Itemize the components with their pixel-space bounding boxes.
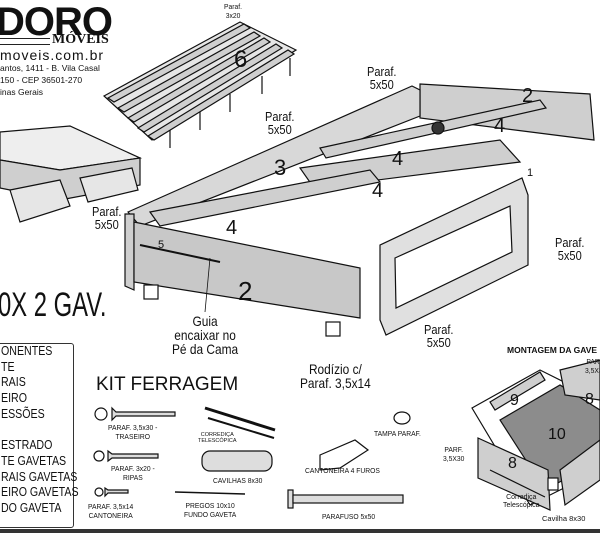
label-paraf: Paraf. — [555, 235, 585, 250]
dowel-icon — [201, 450, 273, 472]
kit-item-label: CAVILHAS 8x30 — [213, 476, 263, 485]
label-size: 3,5X30 — [585, 365, 600, 375]
component-item: TE — [1, 359, 15, 374]
bottom-border — [0, 529, 600, 533]
component-item: EIRO GAVETAS — [1, 485, 79, 500]
screw-3530-icon — [111, 406, 176, 422]
kit-item-label: CORREDIÇA — [200, 432, 234, 438]
kit-drawings — [93, 406, 411, 509]
screw-cap-icon — [393, 411, 411, 425]
label-cavilha: Cavilha 8x30 — [542, 514, 586, 523]
part-4: 4 — [392, 148, 404, 170]
label-paraf: Paraf. — [265, 109, 295, 124]
label-paraf: Paraf. — [424, 322, 454, 337]
kit-item-label: TELESCÓPICA — [198, 438, 237, 445]
screw-3514-icon — [104, 486, 129, 498]
telescopic-slide-icon — [204, 406, 276, 432]
logo-site: moveis.com.br — [0, 47, 105, 63]
label-size: 3,5X30 — [443, 453, 465, 463]
front-rail-2 — [133, 221, 361, 319]
part-4: 4 — [372, 180, 384, 202]
model-title: 0X 2 GAV. — [0, 286, 107, 324]
kit-title: KIT FERRAGEM — [96, 374, 239, 395]
part-8: 8 — [585, 391, 594, 408]
kit-item-label: CANTONEIRA 4 FUROS — [305, 466, 380, 475]
caster-right — [325, 321, 341, 337]
slat-frame-6 — [102, 21, 298, 148]
part-10: 10 — [548, 426, 566, 443]
rail-4c — [148, 169, 382, 227]
label-guia: encaixar no — [174, 327, 236, 343]
caster-left — [143, 284, 159, 300]
part-5: 5 — [158, 239, 165, 251]
address-line: antos, 1411 - B. Vila Casal — [0, 63, 100, 73]
drawer-title: MONTAGEM DA GAVE — [507, 345, 598, 355]
screw-5x50-head — [287, 489, 294, 509]
kit-item-label: PREGOS 10x10 — [185, 501, 235, 510]
kit-item-label: PARAF. 3,5x30 - — [108, 423, 158, 432]
component-item: RAIS — [1, 375, 26, 390]
label-paraf: PARF. — [444, 445, 464, 454]
label-guia: Guia — [192, 313, 218, 329]
kit-item-label: TRASEIRO — [115, 431, 150, 441]
nail-icon — [174, 491, 246, 495]
kit-item-label: TAMPA PARAF. — [374, 429, 421, 438]
label-rodizio: Paraf. 3,5x14 — [300, 375, 371, 391]
component-item — [1, 423, 62, 439]
part-3: 3 — [274, 155, 287, 180]
kit-item-label: PARAF. 3x20 - — [111, 464, 155, 473]
component-item: ESSÕES — [1, 406, 45, 421]
label-guia: Pé da Cama — [172, 341, 239, 357]
kit-item-label: FUNDO GAVETA — [184, 509, 237, 519]
bed-preview — [0, 125, 143, 223]
logo-brand: DORO — [0, 0, 113, 44]
address-line: 150 - CEP 36501-270 — [0, 75, 83, 85]
logo-lines — [0, 38, 50, 45]
screw-320-icon — [107, 449, 159, 463]
label-size: 5x50 — [369, 77, 394, 92]
label-paraf: Paraf. — [92, 204, 122, 219]
label-paraf: Paraf. — [367, 64, 397, 79]
part-8: 8 — [508, 455, 517, 472]
part-2-back: 2 — [522, 85, 534, 107]
component-item: TE GAVETAS — [1, 453, 67, 468]
kit-item-label: PARAF. 3,5x14 — [88, 502, 134, 511]
bracket-4-holes-icon — [319, 439, 370, 471]
kit-item-label: PARAFUSO 5x50 — [322, 512, 376, 521]
components-list: ONENTES TE RAIS EIRO ESSÕES ESTRADO TE G… — [0, 343, 79, 528]
label-corredica: Telescópica — [503, 501, 540, 509]
screw-head-icon — [94, 487, 104, 497]
part-2-front: 2 — [238, 276, 253, 306]
label-size: 5x50 — [557, 248, 582, 263]
label-corredica: Corrediça — [506, 494, 537, 501]
foot-panel-5 — [124, 213, 135, 291]
label-paraf: Paraf. — [224, 2, 243, 11]
screw-5x50-icon — [292, 494, 404, 504]
component-item: EIRO — [1, 391, 27, 406]
part-4: 4 — [494, 115, 506, 137]
component-item: ESTRADO — [1, 438, 53, 453]
kit-item-label: CANTONEIRA — [88, 510, 133, 520]
screw-head-icon — [94, 407, 108, 421]
part-4: 4 — [226, 217, 238, 239]
component-item: RAIS GAVETAS — [1, 469, 78, 484]
label-size: 5x50 — [94, 217, 119, 232]
caster-back — [431, 121, 445, 135]
label-size: 5x50 — [426, 335, 451, 350]
component-item: ONENTES — [1, 344, 53, 358]
kit-item-label: RIPAS — [123, 472, 143, 482]
logo-sub: MÓVEIS — [52, 32, 109, 47]
part-6: 6 — [234, 46, 248, 73]
label-rodizio: Rodízio c/ — [308, 361, 362, 377]
label-size: 3x20 — [225, 10, 241, 20]
drawer-assembly — [471, 359, 600, 511]
label-paraf: PARF. — [586, 357, 600, 366]
part-1: 1 — [527, 167, 534, 179]
address-line: inas Gerais — [0, 87, 43, 97]
component-item: DO GAVETA — [1, 501, 62, 516]
part-9: 9 — [510, 392, 519, 409]
label-size: 5x50 — [267, 122, 292, 137]
screw-head-icon — [93, 450, 105, 462]
